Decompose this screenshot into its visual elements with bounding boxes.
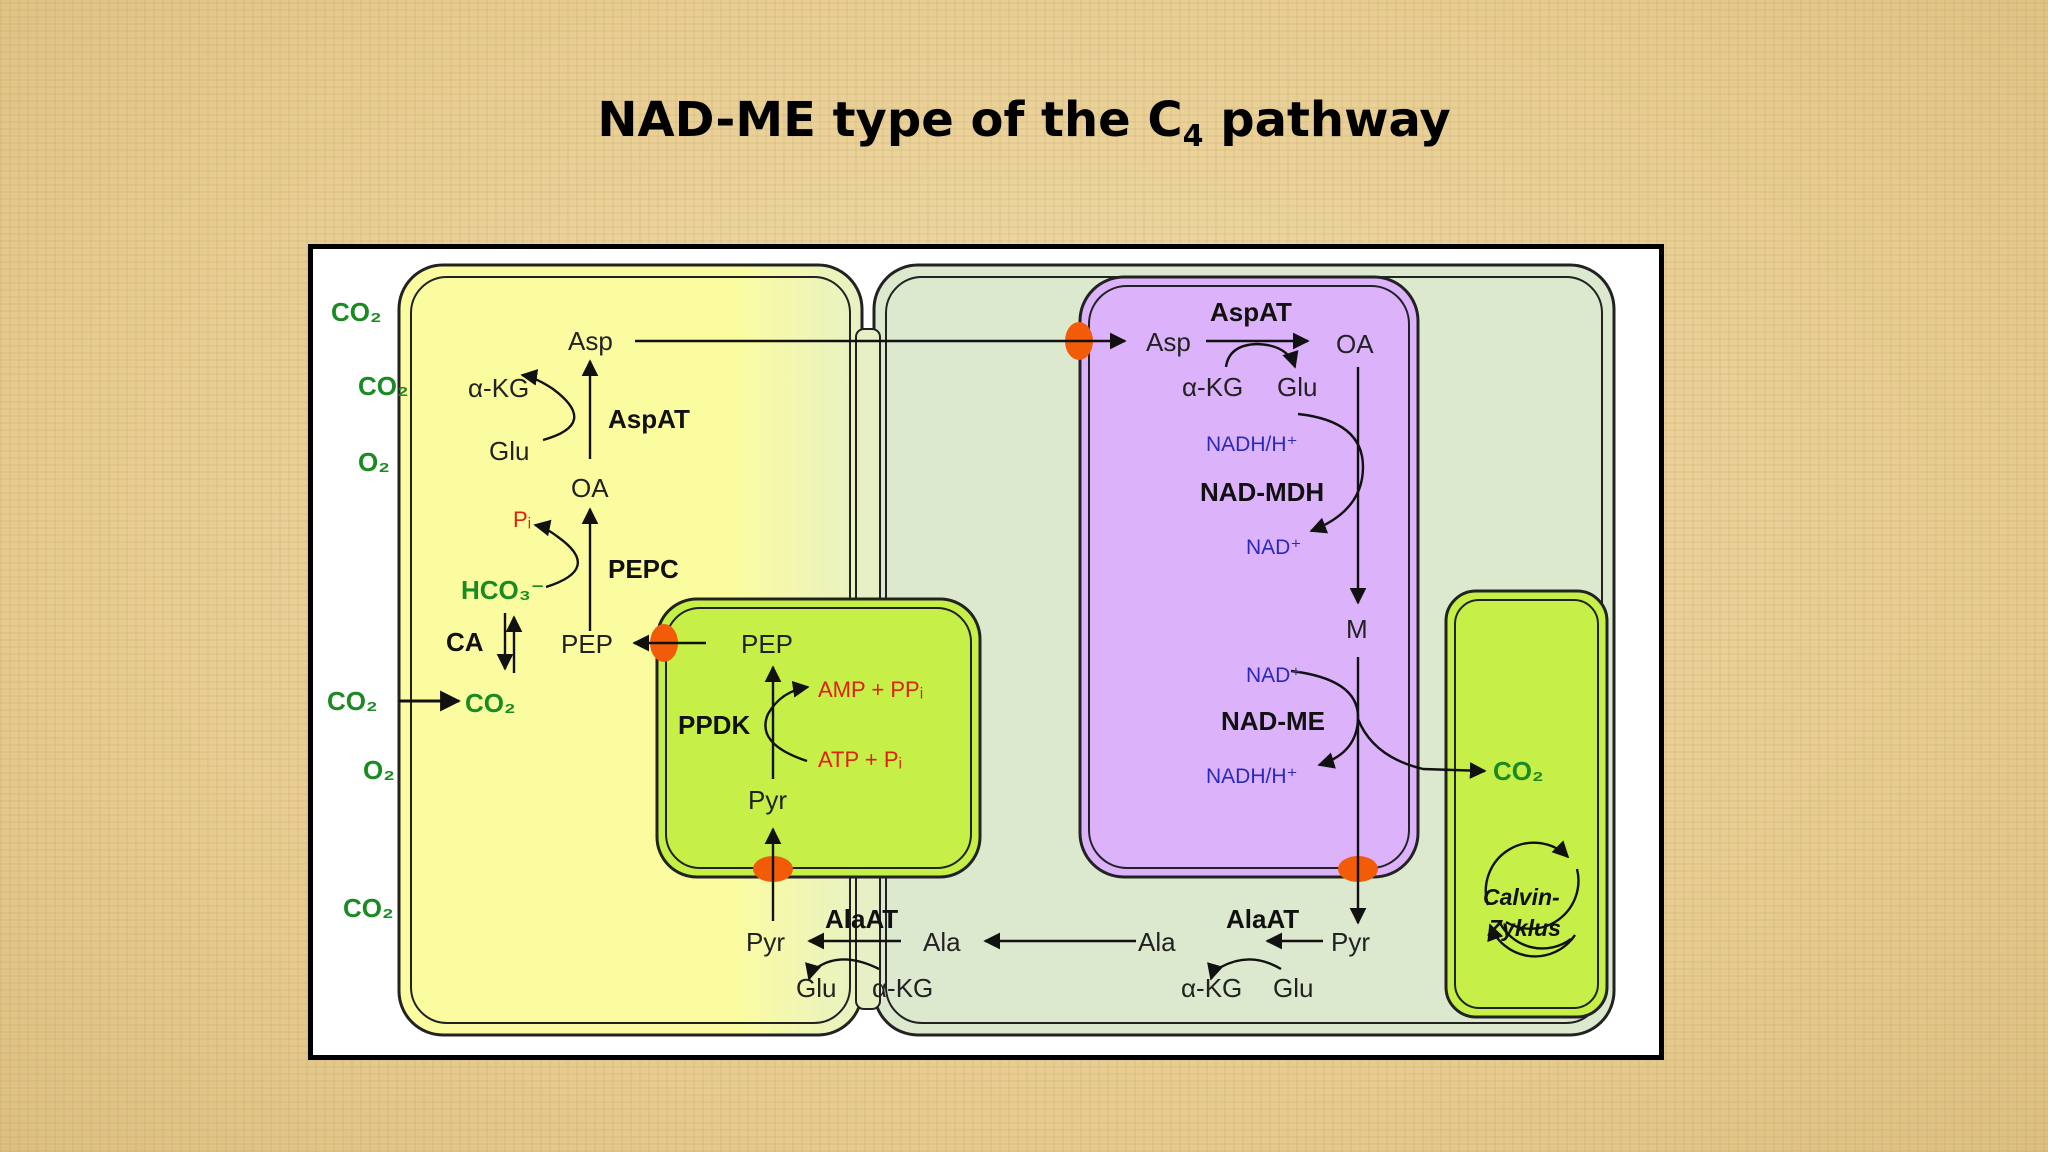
ca-label: CA	[446, 627, 484, 657]
pepc-label: PEPC	[608, 554, 679, 584]
co2-label-1: CO₂	[331, 297, 382, 327]
reaction-arrows	[399, 332, 1487, 981]
calvin-cycle	[1484, 840, 1580, 958]
mito-aspat-label: AspAT	[1210, 297, 1292, 327]
bs-co2-label: CO₂	[1493, 756, 1544, 786]
aspat-label: AspAT	[608, 404, 690, 434]
diagram-frame: CO₂ CO₂ O₂ CO₂ O₂ CO₂ Asp α-KG Glu AspAT…	[308, 244, 1664, 1060]
chloroplast-pyr-label: Pyr	[748, 785, 787, 815]
chloroplast-labels: PEP PPDK AMP + PPᵢ ATP + Pᵢ Pyr	[678, 629, 923, 815]
pep-label: PEP	[561, 629, 613, 659]
pi-label: Pᵢ	[513, 507, 531, 532]
nad-label-2: NAD⁺	[1246, 664, 1301, 687]
mito-akg-label: α-KG	[1182, 372, 1243, 402]
mesophyll-labels: Asp α-KG Glu AspAT OA Pᵢ PEPC HCO₃⁻ CA P…	[446, 326, 961, 1003]
mito-asp-label: Asp	[1146, 327, 1191, 357]
bs-akg-label: α-KG	[1181, 973, 1242, 1003]
mito-oa-label: OA	[1336, 329, 1374, 359]
bs-glu-label: Glu	[1273, 973, 1313, 1003]
bs-ala-label: Ala	[1138, 927, 1176, 957]
c4-pathway-diagram: CO₂ CO₂ O₂ CO₂ O₂ CO₂ Asp α-KG Glu AspAT…	[327, 263, 1616, 1037]
mitochondrion	[1078, 275, 1420, 879]
alaat-label: AlaAT	[825, 904, 898, 934]
akg2-label: α-KG	[872, 973, 933, 1003]
calvin-label-1: Calvin-	[1483, 884, 1560, 910]
nad-me-label: NAD-ME	[1221, 706, 1325, 736]
chloroplast-pep-label: PEP	[741, 629, 793, 659]
nadh-label-2: NADH/H⁺	[1206, 765, 1298, 788]
slide-title: NAD-ME type of the C4 pathway	[0, 92, 2048, 154]
bundle-sheath-labels: CO₂ AlaAT Ala Pyr α-KG Glu Calvin- Zyklu…	[1138, 756, 1561, 1003]
bs-alaat-label: AlaAT	[1226, 904, 1299, 934]
ala-label: Ala	[923, 927, 961, 957]
glu-label: Glu	[489, 436, 529, 466]
mitochondrion-labels: Asp AspAT OA α-KG Glu NADH/H⁺ NAD-MDH NA…	[1146, 297, 1374, 788]
title-main: NAD-ME type of the C	[597, 92, 1183, 148]
amp-label: AMP + PPᵢ	[818, 677, 923, 702]
outside-gases: CO₂ CO₂ O₂ CO₂ O₂ CO₂	[327, 297, 409, 923]
oa-label: OA	[571, 473, 609, 503]
co2-label-3: CO₂	[343, 893, 394, 923]
bundle-sheath-chloroplast	[1444, 589, 1609, 1019]
asp-label: Asp	[568, 326, 613, 356]
ppdk-label: PPDK	[678, 710, 750, 740]
co2-influx-label: CO₂	[327, 686, 378, 716]
title-tail: pathway	[1203, 92, 1451, 148]
o2-label-2: O₂	[363, 755, 395, 785]
malate-label: M	[1346, 614, 1368, 644]
atp-label: ATP + Pᵢ	[818, 747, 902, 772]
pyr-label: Pyr	[746, 927, 785, 957]
calvin-label-2: Zyklus	[1487, 915, 1561, 941]
mesophyll-chloroplast	[655, 597, 982, 879]
nad-label-1: NAD⁺	[1246, 536, 1301, 559]
title-subscript: 4	[1182, 119, 1204, 154]
akg-label: α-KG	[468, 373, 529, 403]
co2-cytosol-label: CO₂	[465, 688, 516, 718]
bs-pyr-label: Pyr	[1331, 927, 1370, 957]
nad-mdh-label: NAD-MDH	[1200, 477, 1324, 507]
hco3-label: HCO₃⁻	[461, 575, 545, 605]
mito-glu-label: Glu	[1277, 372, 1317, 402]
o2-label-1: O₂	[358, 447, 390, 477]
co2-label-2: CO₂	[358, 371, 409, 401]
glu2-label: Glu	[796, 973, 836, 1003]
nadh-label-1: NADH/H⁺	[1206, 433, 1298, 456]
